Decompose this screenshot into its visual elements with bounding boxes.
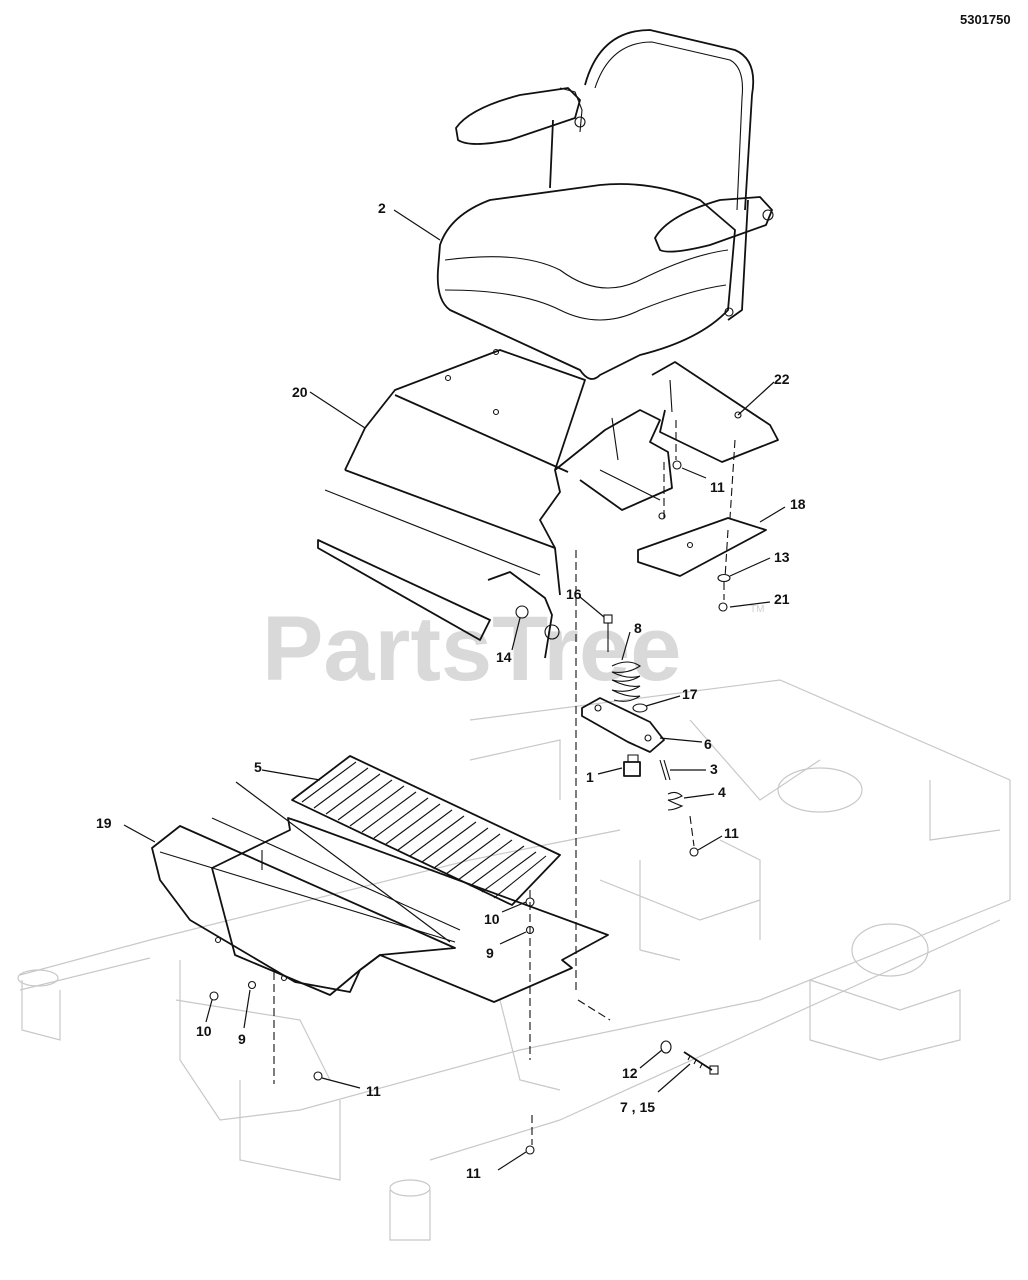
callout-6: 6 (704, 736, 712, 752)
callout-16: 16 (566, 586, 582, 602)
callout-10-right: 10 (484, 911, 500, 927)
seat (436, 29, 774, 380)
mower-frame-outline (17, 679, 1011, 1241)
bolt-and-washer-10-9-right (525, 890, 535, 1155)
callout-17: 17 (682, 686, 698, 702)
watermark: PartsTree (262, 598, 681, 700)
leader-lines (123, 209, 786, 1171)
callout-4: 4 (718, 784, 726, 800)
callout-18: 18 (790, 496, 806, 512)
washer-17 (632, 703, 648, 713)
callout-3: 3 (710, 761, 718, 777)
callout-10-left: 10 (196, 1023, 212, 1039)
callout-11-lower: 11 (366, 1083, 381, 1099)
stud-3 (659, 759, 671, 781)
document-number: 5301750 (960, 12, 1011, 27)
floor-panel-19 (151, 817, 609, 1003)
callout-9-right: 9 (486, 945, 494, 961)
bolt-16 (603, 614, 613, 652)
callout-8: 8 (634, 620, 642, 636)
callout-7-15: 7 , 15 (620, 1099, 655, 1115)
callout-1: 1 (586, 769, 594, 785)
seat-switch-1 (623, 754, 641, 777)
seat-plate-18 (637, 439, 767, 579)
callout-5: 5 (254, 759, 262, 775)
pivot-bracket-6 (581, 697, 665, 753)
washer-12-and-bolt-7-15 (660, 1040, 719, 1075)
callout-11-upper: 11 (710, 479, 725, 495)
callout-13: 13 (774, 549, 790, 565)
callout-9-left: 9 (238, 1031, 246, 1047)
spring-4 (667, 791, 684, 811)
nut-11-mid (689, 847, 699, 857)
seat-pan (317, 348, 673, 659)
footrest-mat-5 (291, 755, 561, 906)
bolt-and-washer-10-9-left (209, 972, 323, 1084)
callout-12: 12 (622, 1065, 638, 1081)
callout-14: 14 (496, 649, 512, 665)
spring-8 (611, 661, 641, 702)
callout-21: 21 (774, 591, 790, 607)
callout-11-mid: 11 (724, 825, 739, 841)
callout-2: 2 (378, 200, 386, 216)
callout-20: 20 (292, 384, 308, 400)
washer-and-nut-13-21 (717, 573, 731, 612)
callout-11-bottom: 11 (466, 1165, 481, 1181)
callout-22: 22 (774, 371, 790, 387)
watermark-trademark: TM (750, 604, 764, 615)
seat-bracket-22 (651, 361, 779, 520)
callout-19: 19 (96, 815, 112, 831)
